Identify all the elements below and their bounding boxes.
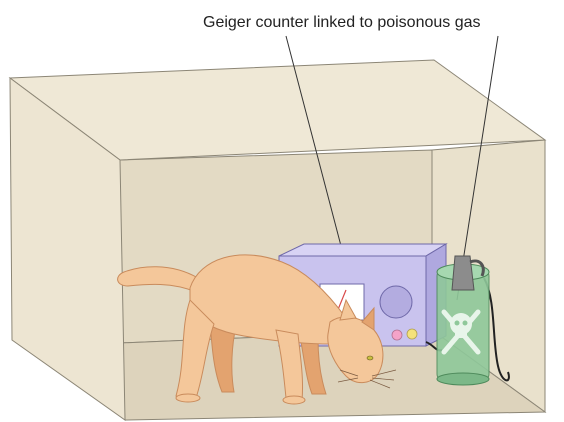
caption-label: Geiger counter linked to poisonous gas: [203, 14, 481, 31]
cat-eye: [367, 356, 373, 360]
indicator-light-yellow: [407, 329, 417, 339]
bottle-bottom: [437, 373, 489, 385]
geiger-counter-top: [279, 244, 446, 256]
counter-dial: [380, 286, 412, 318]
cat-paw: [176, 394, 200, 402]
poison-gas-bottle: [437, 256, 489, 385]
indicator-light-pink: [392, 330, 402, 340]
cat-paw: [283, 396, 305, 404]
